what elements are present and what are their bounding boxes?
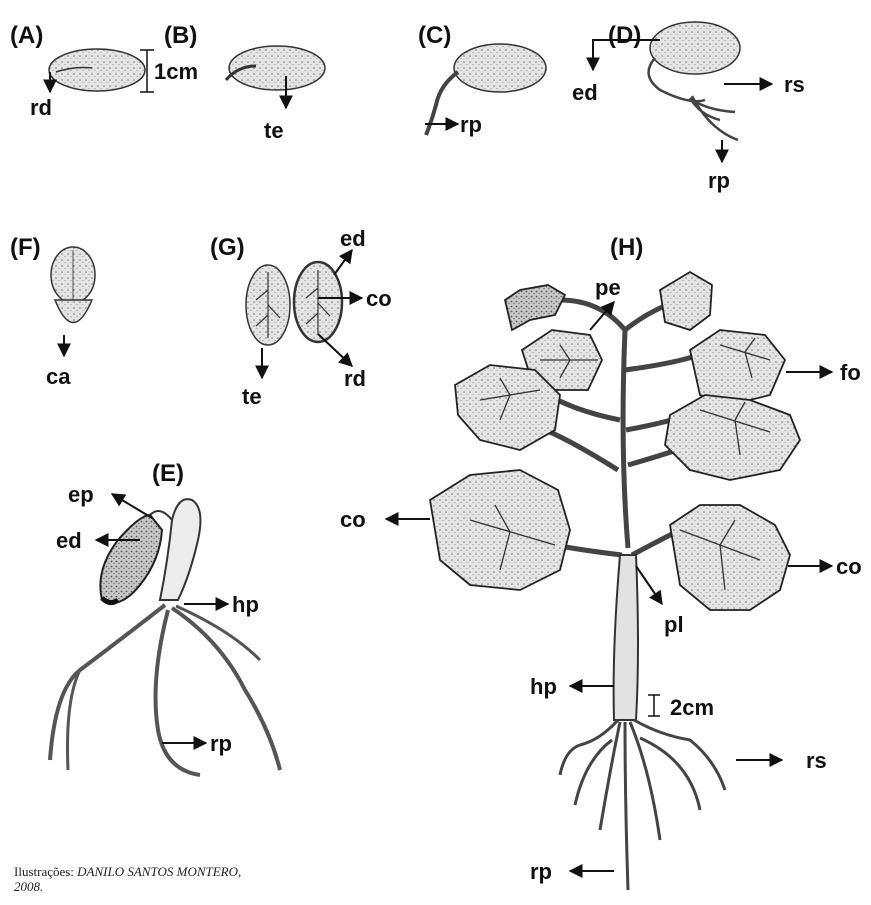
leaf-h-bud-left bbox=[505, 285, 565, 330]
arrow-e-ep bbox=[112, 494, 152, 518]
label-h-co-right: co bbox=[836, 554, 862, 579]
label-d-ed: ed bbox=[572, 80, 598, 105]
label-g-co: co bbox=[366, 286, 392, 311]
label-h-co-left: co bbox=[340, 507, 366, 532]
panel-e: (E) ep ed hp rp bbox=[50, 460, 280, 775]
panel-h: (H) bbox=[340, 234, 862, 890]
leaf-h-2-right bbox=[690, 330, 785, 405]
caulicle-f bbox=[55, 300, 92, 323]
panel-a-label: (A) bbox=[10, 22, 43, 49]
label-h-rp: rp bbox=[530, 859, 552, 884]
leaf-h-3-right bbox=[665, 395, 800, 480]
leaf-h-cotyledon-left bbox=[430, 470, 570, 590]
label-h-fo: fo bbox=[840, 360, 861, 385]
label-d-rs: rs bbox=[784, 72, 805, 97]
label-h-pl: pl bbox=[664, 612, 684, 637]
label-h-pe: pe bbox=[595, 275, 621, 300]
panel-d-label: (D) bbox=[608, 22, 641, 49]
credit-year: 2008. bbox=[14, 879, 43, 894]
panel-g-label: (G) bbox=[210, 234, 245, 261]
panel-f-label: (F) bbox=[10, 234, 41, 261]
hypocotyl-h bbox=[614, 555, 638, 720]
panel-g: (G) ed co te rd bbox=[210, 226, 392, 409]
leaf-h-top-right bbox=[660, 272, 712, 330]
label-f-ca: ca bbox=[46, 364, 71, 389]
panel-d: (D) ed rs rp bbox=[572, 22, 805, 193]
label-e-rp: rp bbox=[210, 731, 232, 756]
arrow-g-ed bbox=[334, 250, 352, 275]
label-c-rp: rp bbox=[460, 112, 482, 137]
label-d-rp: rp bbox=[708, 168, 730, 193]
credit-author: DANILO SANTOS MONTERO, bbox=[77, 864, 241, 879]
label-g-te: te bbox=[242, 384, 262, 409]
credit-prefix: Ilustrações: bbox=[14, 864, 77, 879]
panel-c-label: (C) bbox=[418, 22, 451, 49]
seed-coat-e bbox=[100, 515, 162, 603]
label-h-rs: rs bbox=[806, 748, 827, 773]
illustration-credit: Ilustrações: DANILO SANTOS MONTERO, 2008… bbox=[14, 864, 374, 894]
label-h-hp: hp bbox=[530, 674, 557, 699]
panel-f: (F) ca bbox=[10, 234, 95, 389]
roots-h bbox=[560, 720, 725, 890]
panel-c: (C) rp bbox=[418, 22, 546, 137]
panel-h-label: (H) bbox=[610, 234, 643, 261]
label-e-hp: hp bbox=[232, 592, 259, 617]
label-e-ep: ep bbox=[68, 482, 94, 507]
scale-label-h: 2cm bbox=[670, 695, 714, 720]
seed-c bbox=[454, 44, 546, 92]
root-e-2 bbox=[156, 610, 200, 775]
scale-label-a: 1cm bbox=[154, 59, 198, 84]
label-a-rd: rd bbox=[30, 95, 52, 120]
label-b-te: te bbox=[264, 118, 284, 143]
panel-e-label: (E) bbox=[152, 460, 184, 487]
arrow-g-rd bbox=[318, 334, 352, 366]
label-g-ed: ed bbox=[340, 226, 366, 251]
label-g-rd: rd bbox=[344, 366, 366, 391]
root-c bbox=[426, 72, 458, 135]
leaf-h-cotyledon-right bbox=[670, 505, 790, 610]
panel-b-label: (B) bbox=[164, 22, 197, 49]
arrow-h-pl bbox=[636, 566, 662, 604]
label-e-ed: ed bbox=[56, 528, 82, 553]
seed-d bbox=[650, 22, 740, 74]
